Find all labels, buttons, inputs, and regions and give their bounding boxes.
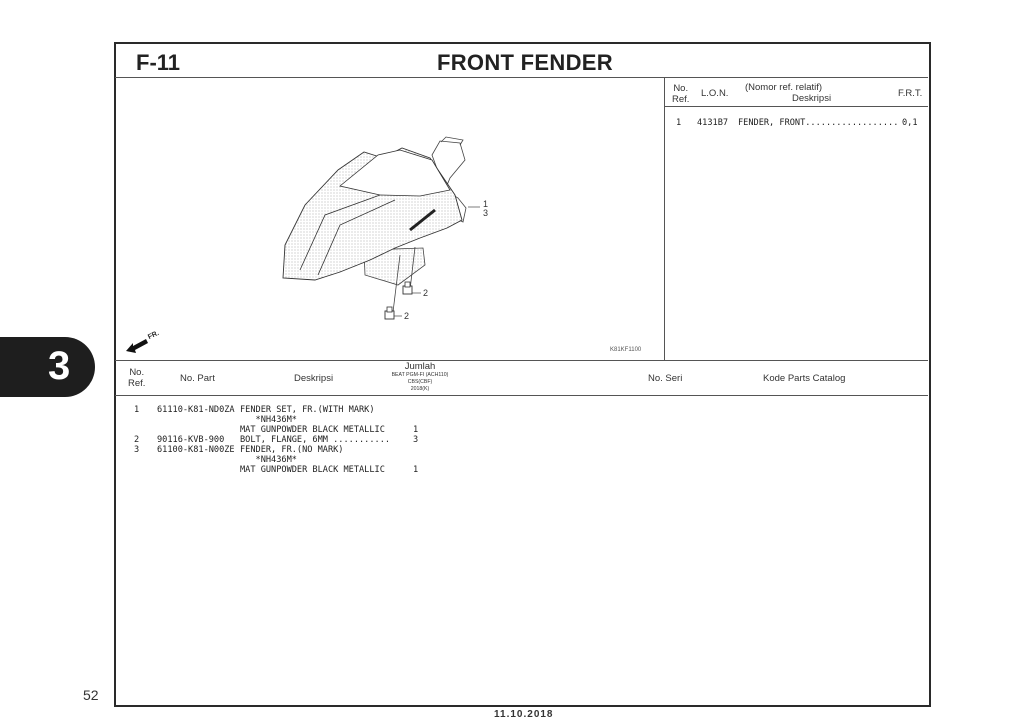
lon-row-desc: FENDER, FRONT.................. bbox=[738, 118, 899, 128]
figure-code: F-11 bbox=[136, 50, 181, 75]
page-title: FRONT FENDER bbox=[437, 50, 613, 75]
parts-row-qty: 1 bbox=[413, 425, 419, 435]
parts-header-jumlah: Jumlah BEAT PGM-FI (ACH110) CBS(CBF) 201… bbox=[391, 361, 449, 392]
lon-row-code: 4131B7 bbox=[697, 118, 729, 128]
callout-2a: 2 bbox=[423, 288, 429, 298]
parts-row-qty: 1 bbox=[413, 465, 419, 475]
parts-header-no-part: No. Part bbox=[180, 373, 215, 384]
lon-header-lon: L.O.N. bbox=[701, 88, 729, 99]
lon-row-frt: 0,1 bbox=[902, 118, 918, 128]
parts-row-ref: 3 bbox=[134, 445, 140, 455]
lon-header-no-ref: No. Ref. bbox=[672, 83, 690, 105]
header-divider bbox=[115, 77, 928, 78]
parts-row-desc: MAT GUNPOWDER BLACK METALLIC bbox=[240, 425, 385, 435]
parts-row-desc: FENDER SET, FR.(WITH MARK) bbox=[240, 405, 375, 415]
lon-row-ref: 1 bbox=[676, 118, 682, 128]
parts-table-top-border bbox=[115, 360, 928, 361]
parts-row-part: 61100-K81-N00ZE bbox=[157, 445, 235, 455]
parts-header-no-seri: No. Seri bbox=[648, 373, 683, 384]
callout-2b: 2 bbox=[404, 311, 410, 321]
parts-row-part: 61110-K81-ND0ZA bbox=[157, 405, 235, 415]
parts-header-kode-catalog: Kode Parts Catalog bbox=[763, 373, 846, 384]
parts-row-desc: BOLT, FLANGE, 6MM ........... bbox=[240, 435, 391, 445]
section-number: 3 bbox=[48, 344, 71, 388]
parts-header-divider bbox=[115, 395, 928, 396]
fender-diagram-icon bbox=[126, 136, 480, 353]
page-frame bbox=[114, 42, 931, 707]
page-number: 52 bbox=[83, 687, 99, 703]
callout-3: 3 bbox=[483, 208, 489, 218]
section-tab: 3 bbox=[0, 337, 95, 397]
lon-header-divider bbox=[665, 106, 928, 107]
parts-row-desc: *NH436M* bbox=[240, 455, 297, 465]
panel-divider bbox=[664, 77, 665, 360]
lon-header-desc-line2: Deskripsi bbox=[792, 93, 832, 104]
parts-header-no-ref: No. Ref. bbox=[128, 367, 146, 389]
parts-row-desc: FENDER, FR.(NO MARK) bbox=[240, 445, 344, 455]
parts-header-deskripsi: Deskripsi bbox=[294, 373, 334, 384]
callout-1: 1 bbox=[483, 199, 489, 209]
parts-illustration bbox=[115, 78, 663, 359]
lon-header-desc-line1: (Nomor ref. relatif) bbox=[745, 82, 823, 93]
parts-row-ref: 1 bbox=[134, 405, 140, 415]
parts-row-qty: 3 bbox=[413, 435, 419, 445]
parts-row-part: 90116-KVB-900 bbox=[157, 435, 225, 445]
publication-date: 11.10.2018 bbox=[494, 709, 554, 720]
parts-row-ref: 2 bbox=[134, 435, 140, 445]
parts-row-desc: *NH436M* bbox=[240, 415, 297, 425]
lon-header-frt: F.R.T. bbox=[898, 88, 923, 99]
illustration-code: K81KF1100 bbox=[610, 347, 642, 353]
parts-row-desc: MAT GUNPOWDER BLACK METALLIC bbox=[240, 465, 385, 475]
